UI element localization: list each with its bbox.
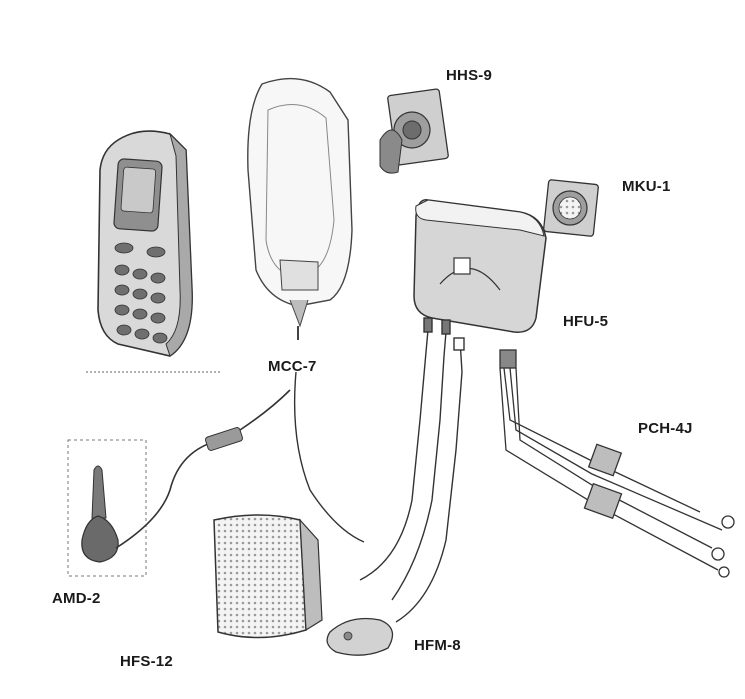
amd2-illustration <box>67 389 291 577</box>
hfm8-illustration <box>326 617 394 656</box>
pch4j-illustration <box>499 349 735 578</box>
label-mku-1: MKU-1 <box>622 178 671 195</box>
mcc7-holder-illustration <box>247 77 353 340</box>
hfu5-plug-cables <box>359 317 465 623</box>
label-amd-2: AMD-2 <box>52 590 101 607</box>
hfs12-illustration <box>213 514 323 639</box>
label-mcc-7: MCC-7 <box>268 358 317 375</box>
mcc7-cable <box>293 371 365 543</box>
mku1-illustration <box>543 179 599 237</box>
label-hfu-5: HFU-5 <box>563 313 609 330</box>
phone-illustration <box>86 130 222 373</box>
label-hfs-12: HFS-12 <box>120 653 173 670</box>
hhs9-illustration <box>379 88 449 174</box>
label-pch-4j: PCH-4J <box>638 420 693 437</box>
label-hhs-9: HHS-9 <box>446 67 493 84</box>
label-hfm-8: HFM-8 <box>414 637 461 654</box>
hfu5-illustration <box>413 199 547 333</box>
